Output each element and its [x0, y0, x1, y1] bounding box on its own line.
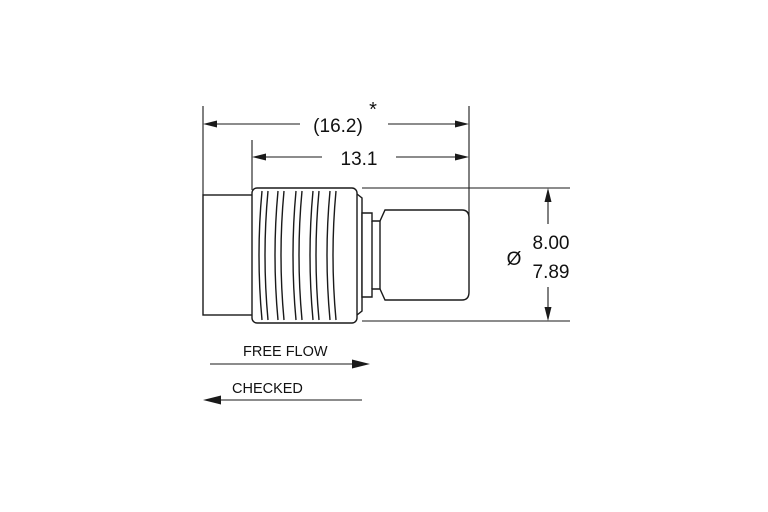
valve-body	[202, 187, 470, 324]
extension-lines	[202, 106, 570, 322]
free-flow-indicator: FREE FLOW	[210, 344, 370, 369]
diameter-max-label: 8.00	[533, 233, 570, 254]
sleeve-grooves	[258, 190, 337, 321]
diameter-symbol: Ø	[507, 249, 522, 270]
overall-length-dimension: (16.2) *	[203, 99, 469, 137]
overall-length-note-mark: *	[369, 99, 377, 121]
body-length-dimension: 13.1	[252, 149, 469, 170]
valve-stem	[361, 209, 470, 301]
checked-label: CHECKED	[232, 381, 303, 397]
diameter-dimension: Ø 8.00 7.89	[507, 188, 570, 321]
checked-flow-indicator: CHECKED	[203, 381, 362, 405]
diameter-min-label: 7.89	[533, 262, 570, 283]
free-flow-label: FREE FLOW	[243, 344, 328, 360]
left-arrow-icon	[203, 395, 221, 405]
grooved-sleeve	[251, 187, 358, 324]
left-cap	[202, 194, 254, 316]
body-length-label: 13.1	[341, 149, 378, 170]
right-arrow-icon	[352, 359, 370, 369]
overall-length-label: (16.2)	[313, 116, 363, 137]
